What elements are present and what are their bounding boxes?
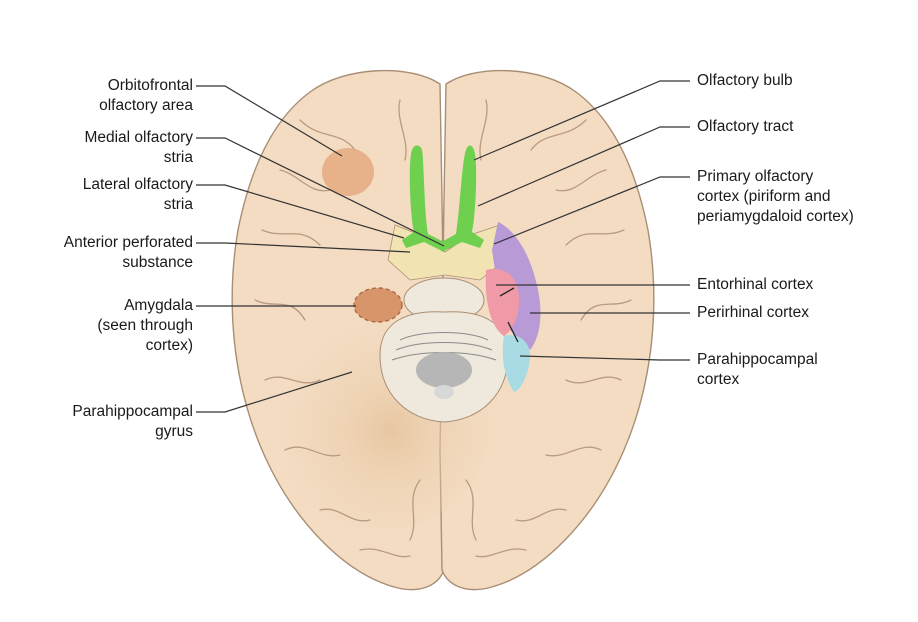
label-line: Parahippocampal: [72, 403, 193, 420]
label-line: Olfactory tract: [697, 118, 794, 135]
brainstem-detail: [391, 332, 497, 399]
label-line: substance: [122, 254, 193, 271]
leader-lateral-stria: [196, 184, 405, 239]
label-line: cortex): [145, 337, 193, 354]
sulci: [254, 99, 632, 558]
label-line: periamygdaloid cortex): [697, 208, 854, 225]
leader-medial-stria: [196, 137, 445, 247]
label-line: stria: [163, 196, 193, 213]
label-primary-olfactory: Primary olfactory cortex (piriform and p…: [697, 167, 854, 227]
label-line: Primary olfactory: [697, 168, 814, 185]
orbitofrontal-area: [322, 148, 374, 196]
label-anterior-perforated: Anterior perforated substance: [64, 233, 193, 273]
leader-lines: [196, 80, 690, 413]
label-perirhinal: Perirhinal cortex: [697, 303, 809, 323]
label-line: Entorhinal cortex: [697, 276, 814, 293]
label-orbitofrontal: Orbitofrontal olfactory area: [99, 76, 193, 116]
label-line: olfactory area: [99, 97, 193, 114]
olfactory-tract-right: [438, 145, 484, 252]
leader-olfactory-bulb: [473, 80, 690, 161]
leader-orbitofrontal: [196, 85, 343, 157]
label-line: gyrus: [155, 423, 193, 440]
label-parahippocampal-cortex: Parahippocampal cortex: [697, 350, 818, 390]
leader-parahippocampal-cortex: [519, 355, 690, 361]
label-line: cortex: [697, 371, 740, 388]
parahippocampal-cortex-region: [502, 334, 530, 392]
label-line: Olfactory bulb: [697, 72, 793, 89]
label-medial-stria: Medial olfactory stria: [84, 128, 193, 168]
label-line: Perirhinal cortex: [697, 304, 809, 321]
label-lateral-stria: Lateral olfactory stria: [83, 175, 193, 215]
label-amygdala: Amygdala (seen through cortex): [97, 296, 193, 356]
connection-arrows: [499, 287, 519, 343]
olfactory-tract-left: [402, 145, 448, 252]
leader-olfactory-tract: [477, 126, 690, 207]
label-line: Anterior perforated: [63, 234, 193, 251]
label-entorhinal: Entorhinal cortex: [697, 275, 813, 295]
leader-anterior-perforated: [196, 242, 411, 253]
label-line: Lateral olfactory: [82, 176, 193, 193]
label-line: Orbitofrontal: [107, 77, 193, 94]
label-olfactory-tract: Olfactory tract: [697, 117, 793, 137]
label-parahippocampal-gyrus: Parahippocampal gyrus: [72, 402, 193, 442]
label-olfactory-bulb: Olfactory bulb: [697, 71, 793, 91]
amygdala-region: [353, 287, 403, 323]
label-line: Medial olfactory: [84, 129, 193, 146]
entorhinal-cortex: [485, 268, 520, 336]
label-line: cortex (piriform and: [697, 188, 831, 205]
label-line: Parahippocampal: [697, 351, 818, 368]
leader-primary-olfactory: [493, 176, 690, 245]
label-line: stria: [163, 149, 193, 166]
label-line: Amygdala: [124, 297, 193, 314]
label-line: (seen through: [97, 317, 193, 334]
leader-parahippocampal-gyrus: [196, 371, 353, 413]
right-hemisphere: [439, 69, 655, 591]
